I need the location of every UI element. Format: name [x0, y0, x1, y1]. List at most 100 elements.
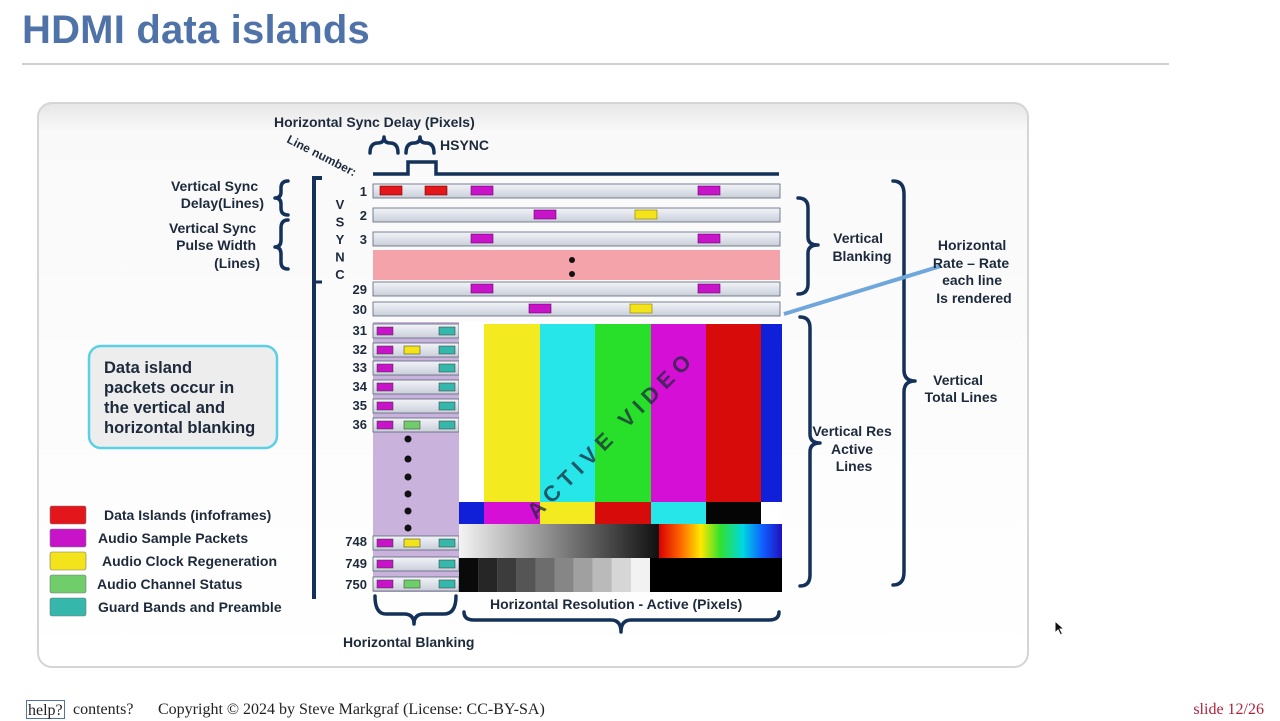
- vsync-delay-label: Vertical Sync Delay(Lines): [171, 178, 264, 211]
- vertical-total-label: Vertical Total Lines: [925, 372, 998, 405]
- line-number: 748: [345, 534, 367, 549]
- packet: [403, 345, 421, 355]
- legend-swatch: [49, 505, 87, 525]
- vertical-total-brace: [891, 179, 917, 587]
- packet-audio-clock: [634, 209, 658, 220]
- packet: [438, 420, 456, 430]
- packet-audio-sample: [697, 185, 721, 196]
- packet: [438, 559, 456, 569]
- horizontal-rate-pointer: [783, 264, 942, 316]
- packet-audio-sample: [533, 209, 557, 220]
- packet-audio-sample: [470, 283, 494, 294]
- ellipsis-dot: [404, 473, 412, 481]
- packet: [376, 559, 394, 569]
- ellipsis-dot: [404, 435, 412, 443]
- vsync-letter: N: [335, 250, 344, 265]
- blank-row: [372, 207, 781, 223]
- line-number: 36: [353, 417, 367, 432]
- packet: [438, 363, 456, 373]
- vsync-delay-brace: [273, 179, 290, 217]
- legend-label: Guard Bands and Preamble: [98, 599, 282, 615]
- packet-audio-sample: [697, 233, 721, 244]
- packet: [403, 538, 421, 548]
- vertical-res-label: Vertical Res Active Lines: [812, 423, 895, 474]
- line-number: 32: [353, 342, 367, 357]
- packet-data-island: [379, 185, 403, 196]
- hsync-delay-label: Horizontal Sync Delay (Pixels): [274, 114, 475, 130]
- vertical-blanking-brace: [796, 196, 820, 296]
- line-number: 1: [360, 184, 367, 199]
- packet-audio-clock: [629, 303, 653, 314]
- legend-swatch: [49, 574, 87, 594]
- line-number: 30: [353, 302, 367, 317]
- line-number: 3: [360, 232, 367, 247]
- ellipsis-dot: [569, 271, 575, 277]
- active-video-test-pattern: [459, 322, 782, 592]
- hsync-delay-brace: [368, 135, 400, 155]
- packet-audio-sample: [470, 233, 494, 244]
- hsync-waveform: [373, 160, 779, 176]
- packet: [376, 401, 394, 411]
- line-number: 749: [345, 556, 367, 571]
- legend-label: Audio Sample Packets: [98, 530, 248, 546]
- vsync-letter: Y: [336, 232, 345, 247]
- hsync-brace: [404, 135, 436, 155]
- packet: [376, 363, 394, 373]
- packet: [438, 326, 456, 336]
- vertical-res-brace: [798, 315, 822, 588]
- svg-text:Data island packets occu: Data island packets occur in the vertica…: [104, 359, 255, 437]
- note-box: Data island packets occur in the vertica…: [87, 344, 279, 450]
- ellipsis-dot: [404, 524, 412, 532]
- horizontal-blanking-brace: [373, 594, 458, 626]
- legend-swatch: [49, 528, 87, 548]
- packet: [376, 579, 394, 589]
- packet: [438, 382, 456, 392]
- horizontal-blanking-label: Horizontal Blanking: [343, 634, 474, 650]
- vertical-blanking-label: Vertical Blanking: [832, 230, 891, 264]
- ellipsis-dot: [404, 507, 412, 515]
- line-number: 750: [345, 577, 367, 592]
- legend: Data Islands (infoframes) Audio Sample Pa…: [49, 505, 282, 617]
- title-divider: [22, 63, 1169, 65]
- packet-audio-sample: [528, 303, 552, 314]
- line-number: 33: [353, 360, 367, 375]
- slide-number: slide 12/26: [1193, 701, 1264, 718]
- packet: [376, 326, 394, 336]
- line-number: 29: [353, 282, 367, 297]
- line-number: 35: [353, 398, 367, 413]
- ellipsis-dot: [404, 455, 412, 463]
- legend-label: Audio Channel Status: [97, 576, 243, 592]
- hsync-label: HSYNC: [440, 137, 489, 153]
- mouse-pointer-icon: [1054, 620, 1066, 636]
- copyright-text: Copyright © 2024 by Steve Markgraf (Lice…: [158, 701, 545, 718]
- vertical-blank-fill: [373, 250, 780, 280]
- line-number: 31: [353, 323, 367, 338]
- packet: [438, 538, 456, 548]
- packet: [438, 345, 456, 355]
- blank-row: [372, 301, 781, 317]
- packet: [438, 579, 456, 589]
- vsync-width-brace: [273, 218, 290, 271]
- packet: [376, 538, 394, 548]
- packet: [438, 401, 456, 411]
- horizontal-resolution-label: Horizontal Resolution - Active (Pixels): [490, 596, 742, 612]
- vsync-bar: [312, 176, 322, 599]
- packet-audio-sample: [697, 283, 721, 294]
- packet-audio-sample: [470, 185, 494, 196]
- packet: [376, 382, 394, 392]
- horizontal-rate-label: Horizontal Rate – Rate each line Is rend…: [933, 237, 1013, 306]
- footer: help? contents? Copyright © 2024 by Stev…: [0, 700, 1280, 720]
- packet: [376, 345, 394, 355]
- help-link[interactable]: help?: [26, 700, 65, 719]
- packet: [376, 420, 394, 430]
- ellipsis-dot: [569, 257, 575, 263]
- legend-label: Data Islands (infoframes): [104, 507, 271, 523]
- legend-swatch: [49, 597, 87, 617]
- packet-data-island: [424, 185, 448, 196]
- contents-link[interactable]: contents?: [73, 701, 134, 718]
- packet: [403, 420, 421, 430]
- legend-swatch: [49, 551, 87, 571]
- vsync-width-label: Vertical Sync Pulse Width (Lines): [169, 220, 260, 271]
- horizontal-res-brace: [462, 610, 781, 634]
- vsync-letter: V: [336, 197, 345, 212]
